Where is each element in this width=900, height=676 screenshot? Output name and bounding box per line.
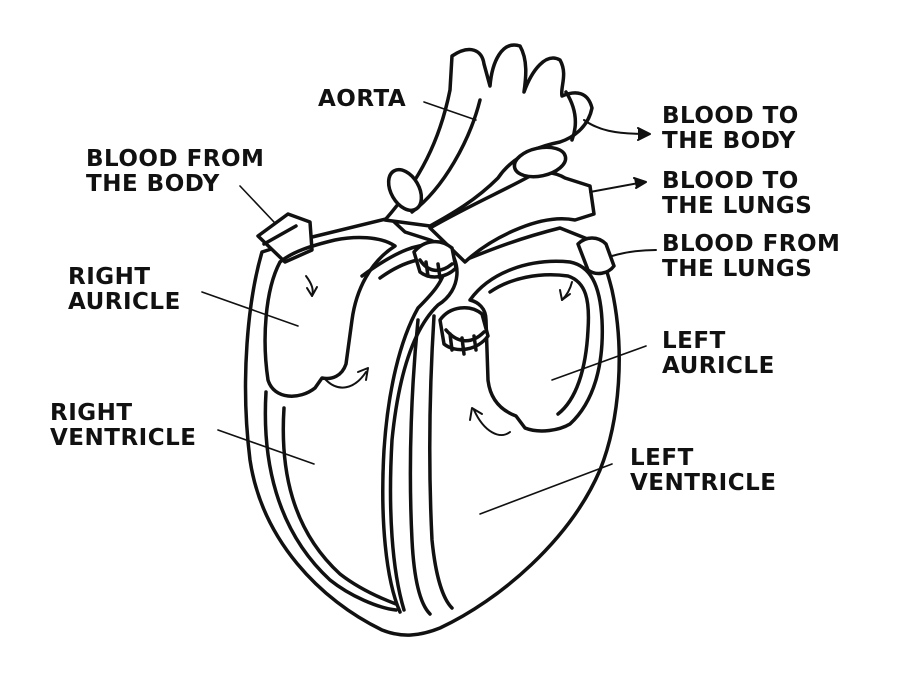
label-right-auricle: RIGHT AURICLE <box>68 264 181 315</box>
pulmonary-artery <box>428 170 596 264</box>
label-blood-from-lungs: BLOOD FROM THE LUNGS <box>662 231 841 282</box>
label-right-ventricle: RIGHT VENTRICLE <box>50 400 197 451</box>
label-left-ventricle: LEFT VENTRICLE <box>630 445 777 496</box>
left-auricle-chamber <box>468 259 605 433</box>
pointer-lines <box>201 101 647 515</box>
mitral-valve <box>438 306 490 356</box>
pulmonary-valve <box>412 239 458 280</box>
arrow-from-lungs <box>611 249 657 257</box>
label-left-auricle: LEFT AURICLE <box>662 328 775 379</box>
external-arrows <box>583 119 657 257</box>
flow-arrow <box>325 371 367 389</box>
label-blood-to-body: BLOOD TO THE BODY <box>662 103 799 154</box>
pulmonary-vein <box>576 236 616 276</box>
left-ventricle-wall <box>408 318 432 616</box>
label-aorta: AORTA <box>318 86 407 112</box>
arrow-to-lungs <box>589 181 645 193</box>
label-blood-to-lungs: BLOOD TO THE LUNGS <box>662 168 813 219</box>
flow-arrow <box>473 409 511 437</box>
right-auricle-chamber <box>263 235 397 398</box>
label-blood-from-body: BLOOD FROM THE BODY <box>86 146 265 197</box>
right-ventricle-wall <box>263 390 398 612</box>
